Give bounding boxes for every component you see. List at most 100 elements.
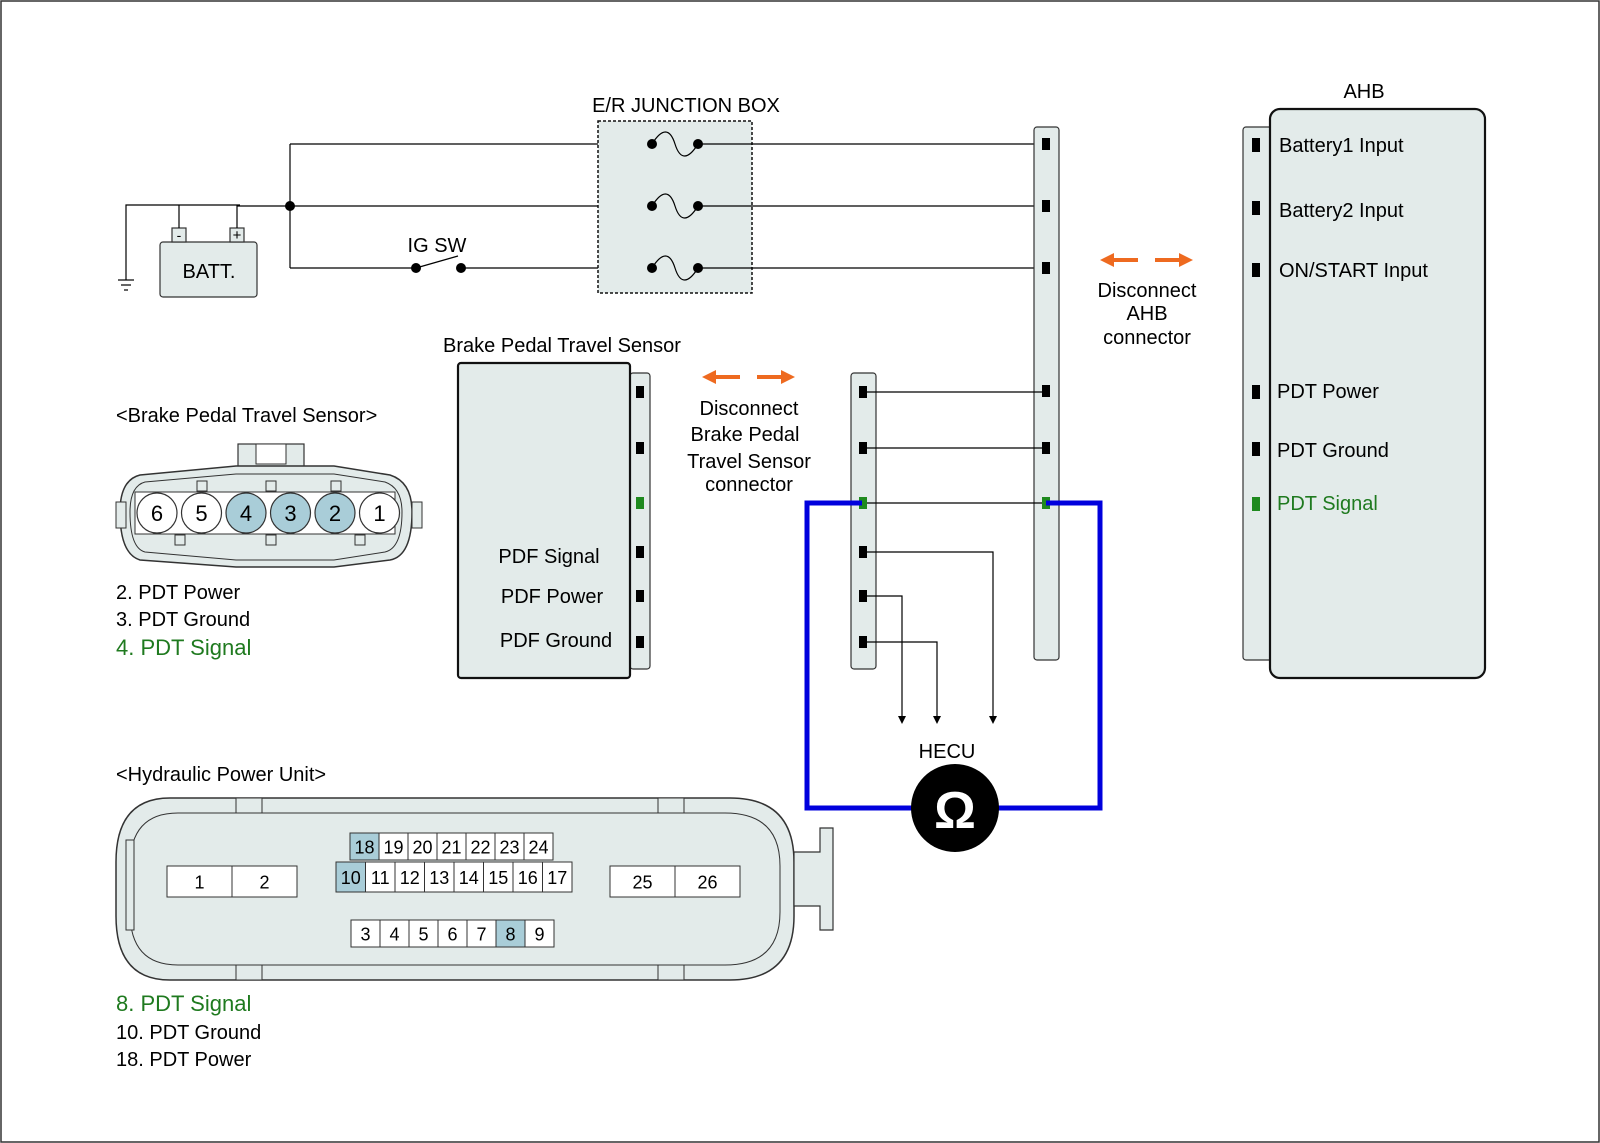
hpu-pin-label-18: 18 <box>354 838 374 858</box>
hpu-pin-label-3: 3 <box>360 925 370 945</box>
hpu-pin-6 <box>437 919 468 948</box>
ground-icon <box>118 279 134 291</box>
hpu-pin-20 <box>407 832 438 861</box>
bpts-pin-6 <box>136 492 178 534</box>
hpu-pin-label-15: 15 <box>488 868 508 888</box>
bpts-pin-label-5: 5 <box>195 501 207 526</box>
bpts-pin-label-2: 2 <box>329 501 341 526</box>
bpts-connector-view: <Brake Pedal Travel Sensor> 6 5 4 3 2 1 2. PD… <box>115 405 423 660</box>
bpts-legend: 2. PDT Power 3. PDT Ground 4. PDT Signal <box>116 582 251 660</box>
junction-box-title: E/R JUNCTION BOX <box>592 95 780 117</box>
hpu-pin-12 <box>394 861 425 893</box>
hpu-pin-3 <box>350 919 381 948</box>
ahb-pin-battery2: Battery2 Input <box>1279 200 1404 222</box>
hpu-pin-label-19: 19 <box>383 838 403 858</box>
ahb-title: AHB <box>1343 81 1384 103</box>
hecu-bpts-connector-strip <box>850 372 877 670</box>
hpu-pin-label-11: 11 <box>371 868 390 888</box>
battery-minus-label: - <box>177 227 182 243</box>
hpu-pin-label-10: 10 <box>341 868 361 888</box>
hpu-legend-item: 10. PDT Ground <box>116 1022 261 1044</box>
bpts-pin-row: 6 5 4 3 2 1 <box>136 492 401 534</box>
bpts-pin-4 <box>225 492 267 534</box>
bpts-pin-label-1: 1 <box>373 501 385 526</box>
hpu-pin-23 <box>494 832 525 861</box>
disconnect-bpts-line-1: Disconnect <box>700 398 799 420</box>
hpu-pin-label-2: 2 <box>259 873 269 893</box>
battery-label: BATT. <box>183 261 236 283</box>
hpu-pin-label-8: 8 <box>505 925 515 945</box>
hpu-pin-18 <box>349 832 380 861</box>
power-wiring: - + BATT. IG SW E/R JUNCTION BOX <box>118 95 1046 298</box>
hpu-pin-label-9: 9 <box>534 925 544 945</box>
hpu-pin-17 <box>542 861 573 893</box>
hpu-pin-label-4: 4 <box>389 925 399 945</box>
ohm-symbol: Ω <box>934 782 976 840</box>
disconnect-bpts-line-3: Travel Sensor <box>687 451 811 473</box>
bpts-pin-1 <box>358 492 401 534</box>
hpu-pin-2 <box>231 865 298 898</box>
ig-sw-label: IG SW <box>408 235 467 257</box>
hpu-pin-5 <box>408 919 439 948</box>
bpts-pin-2 <box>314 492 356 534</box>
hpu-title: <Hydraulic Power Unit> <box>116 764 326 786</box>
ahb-pin-pdt-power: PDT Power <box>1277 381 1379 403</box>
bpts-connector-title: <Brake Pedal Travel Sensor> <box>116 405 377 427</box>
ahb-pin-pdt-ground: PDT Ground <box>1277 440 1389 462</box>
bpts-legend-item: 4. PDT Signal <box>116 635 251 660</box>
hpu-pin-label-24: 24 <box>528 838 548 858</box>
disconnect-ahb-line-3: connector <box>1103 327 1191 349</box>
hpu-pin-14 <box>453 861 484 893</box>
hpu-pin-22 <box>465 832 496 861</box>
hpu-pin-label-25: 25 <box>632 873 652 893</box>
hpu-pin-label-1: 1 <box>194 873 204 893</box>
hpu-pin-label-16: 16 <box>518 868 538 888</box>
hpu-pin-label-17: 17 <box>547 868 567 888</box>
sensor-pin-signal: PDF Signal <box>498 546 599 568</box>
bpts-pin-label-3: 3 <box>284 501 296 526</box>
bpts-legend-item: 2. PDT Power <box>116 582 240 604</box>
hpu-pin-label-6: 6 <box>447 925 457 945</box>
hpu-pin-1 <box>166 865 233 898</box>
hpu-pin-26 <box>674 865 741 898</box>
hecu-label: HECU <box>919 741 976 763</box>
disconnect-bpts-callout: Disconnect Brake Pedal Travel Sensor con… <box>687 370 811 496</box>
disconnect-arrow-icon <box>1100 253 1193 267</box>
hpu-pin-label-20: 20 <box>412 838 432 858</box>
hpu-pin-label-14: 14 <box>459 868 479 888</box>
hpu-pin-label-23: 23 <box>499 838 519 858</box>
hecu-ahb-connector-strip <box>1033 126 1060 661</box>
disconnect-bpts-line-4: connector <box>705 474 793 496</box>
battery-plus-label: + <box>233 227 242 244</box>
hpu-pin-label-12: 12 <box>400 868 420 888</box>
disconnect-bpts-line-2: Brake Pedal <box>691 424 800 446</box>
hpu-pin-label-13: 13 <box>429 868 449 888</box>
hpu-pin-label-21: 21 <box>441 838 461 858</box>
ahb-pin-on-start: ON/START Input <box>1279 260 1428 282</box>
bpts-legend-item: 3. PDT Ground <box>116 609 250 631</box>
hpu-pin-15 <box>483 861 514 893</box>
battery: - + BATT. <box>159 227 258 298</box>
bpts-pin-label-6: 6 <box>151 501 163 526</box>
bpts-title: Brake Pedal Travel Sensor <box>443 335 681 357</box>
bpts-pin-5 <box>180 492 223 534</box>
ig-switch: IG SW <box>408 235 467 273</box>
junction-box: E/R JUNCTION BOX <box>592 95 780 294</box>
disconnect-ahb-line-1: Disconnect <box>1098 280 1197 302</box>
hpu-pin-4 <box>379 919 410 948</box>
hpu-pin-24 <box>523 832 554 861</box>
ohmmeter-icon: Ω <box>911 764 999 852</box>
bpts-pin-label-4: 4 <box>240 501 252 526</box>
hpu-pin-9 <box>524 919 555 948</box>
disconnect-ahb-callout: Disconnect AHB connector <box>1098 253 1197 349</box>
hpu-pin-11 <box>365 861 396 893</box>
ahb-pin-pdt-signal: PDT Signal <box>1277 493 1378 515</box>
hpu-legend-item: 18. PDT Power <box>116 1049 252 1071</box>
sensor-pin-ground: PDF Ground <box>500 630 612 652</box>
ahb-unit: AHB Battery1 Input Battery2 Input ON/STA… <box>1242 81 1487 680</box>
hpu-pin-7 <box>466 919 497 948</box>
hpu-pin-10 <box>335 861 366 893</box>
